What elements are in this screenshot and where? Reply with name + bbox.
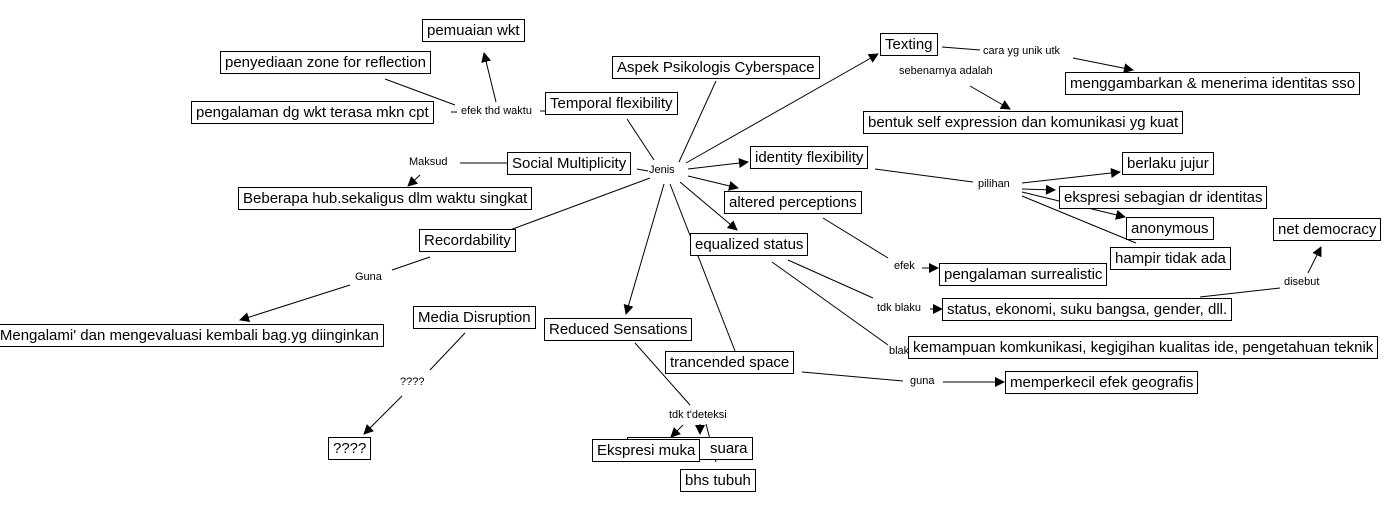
concept-pengalaman-wkt[interactable]: pengalaman dg wkt terasa mkn cpt [191, 101, 434, 124]
link-jenis-trancended [669, 183, 736, 352]
link-waktu-pemuaian [481, 52, 497, 103]
link-guna-mengalami [239, 284, 351, 323]
concept-media-disruption[interactable]: Media Disruption [413, 306, 536, 329]
concept-menggambarkan[interactable]: menggambarkan & menerima identitas sso [1065, 72, 1361, 95]
link-jenis-altered [687, 175, 739, 191]
link-label-maksud: Maksud [409, 156, 448, 168]
link-label-sebenarnya: sebenarnya adalah [898, 65, 994, 78]
link-cara-menggambarkan [1072, 57, 1134, 74]
concept-mengalami[interactable]: 'Mengalami' dan mengevaluasi kembali bag… [0, 324, 384, 347]
link-jenis-equalized [679, 181, 738, 231]
concept-bhs-tubuh[interactable]: bhs tubuh [680, 469, 756, 492]
link-label-tdk-blaku: tdk blaku [876, 302, 923, 315]
concept-root[interactable]: Aspek Psikologis Cyberspace [612, 56, 820, 79]
link-pilihan-berlaku [1021, 168, 1121, 184]
link-waktu-penyediaan [384, 78, 456, 106]
link-label-guna-rec: Guna [354, 271, 383, 284]
concept-ekspresi-sebagian[interactable]: ekspresi sebagian dr identitas [1059, 186, 1268, 209]
concept-pengalaman-surrealistic[interactable]: pengalaman surrealistic [939, 263, 1108, 286]
concept-ekspresi-muka[interactable]: Ekspresi muka [592, 439, 701, 462]
concept-identity-flexibility[interactable]: identity flexibility [750, 146, 869, 169]
link-label-tdk-terdeteksi: tdk t'deteksi [668, 409, 728, 422]
link-tdk-ekspresi [670, 424, 684, 438]
concept-kemampuan[interactable]: kemampuan komkunikasi, kegigihan kualita… [908, 336, 1379, 359]
concept-pemuaian-wkt[interactable]: pemuaian wkt [422, 19, 525, 42]
link-label-pilihan: pilihan [977, 178, 1011, 191]
link-label-guna-space: guna [909, 375, 936, 388]
concept-equalized-status[interactable]: equalized status [690, 233, 809, 256]
link-pilihan-ekspresi [1021, 184, 1056, 195]
concept-berlaku-jujur[interactable]: berlaku jujur [1122, 152, 1214, 175]
concept-recordability[interactable]: Recordability [419, 229, 516, 252]
concept-altered-perceptions[interactable]: altered perceptions [724, 191, 862, 214]
concept-reduced-sensations[interactable]: Reduced Sensations [544, 318, 693, 341]
link-jenis-texting [685, 53, 879, 164]
concept-social-multiplicity[interactable]: Social Multiplicity [507, 152, 632, 175]
concept-texting[interactable]: Texting [880, 33, 938, 56]
link-jenis-recordability [509, 177, 651, 231]
concept-penyediaan-zone[interactable]: penyediaan zone for reflection [220, 51, 431, 74]
link-jenis-reduced [623, 183, 665, 315]
link-label-efek: efek [893, 260, 916, 273]
link-temporal-jenis [626, 118, 655, 161]
link-label-disebut: disebut [1283, 276, 1321, 289]
link-pilihan-hampir [1021, 195, 1137, 244]
link-label-qmark: ???? [399, 376, 426, 389]
concept-status-list[interactable]: status, ekonomi, suku bangsa, gender, dl… [942, 298, 1233, 321]
concept-anonymous[interactable]: anonymous [1126, 217, 1214, 240]
concept-temporal-flexibility[interactable]: Temporal flexibility [545, 92, 678, 115]
link-label-jenis: Jenis [648, 164, 676, 177]
link-jenis-identity [687, 158, 749, 170]
concept-memperkecil[interactable]: memperkecil efek geografis [1005, 371, 1199, 394]
link-maksud-beberapa [407, 174, 421, 187]
concept-net-democracy[interactable]: net democracy [1273, 218, 1382, 241]
link-root-jenis [678, 80, 717, 163]
link-sebenarnya-bentuk [969, 85, 1011, 110]
concept-bentuk-self[interactable]: bentuk self expression dan komunikasi yg… [863, 111, 1184, 134]
link-disebut-net [1307, 246, 1322, 274]
concept-beberapa-hub[interactable]: Beberapa hub.sekaligus dlm waktu singkat [238, 187, 533, 210]
link-label-cara: cara yg unik utk [982, 45, 1062, 58]
concept-trancended-space[interactable]: trancended space [665, 351, 795, 374]
link-qmark [363, 395, 403, 435]
concept-hampir-tidak-ada[interactable]: hampir tidak ada [1110, 247, 1231, 270]
link-label-efek-waktu: efek thd waktu [460, 105, 533, 118]
concept-qmark[interactable]: ???? [328, 437, 372, 460]
link-social-jenis [636, 168, 649, 172]
